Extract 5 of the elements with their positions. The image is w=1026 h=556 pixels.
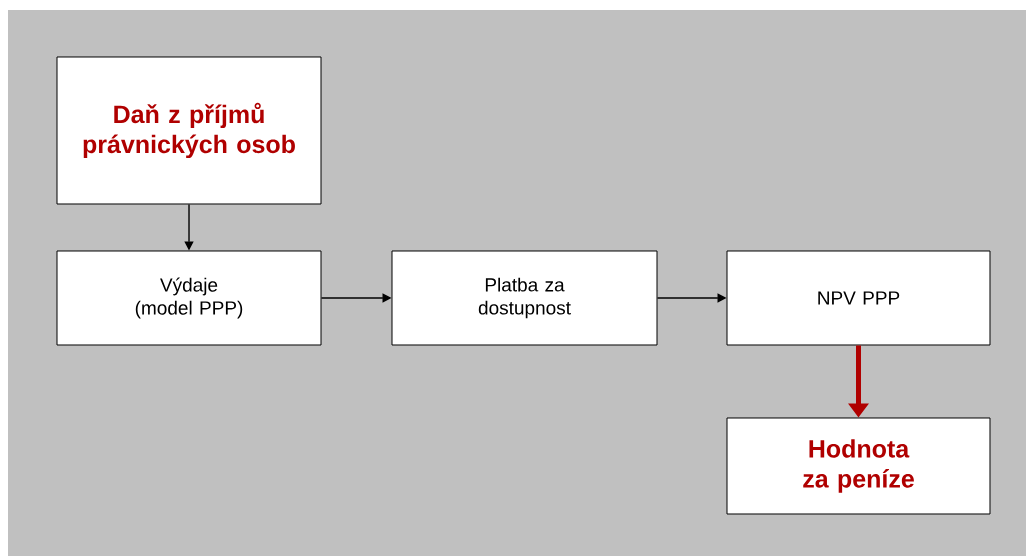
process-box: Platba za dostupnost: [391, 250, 658, 346]
process-box: Výdaje (model PPP): [56, 250, 322, 346]
highlight-box: Hodnota za peníze: [726, 417, 991, 515]
process-box: NPV PPP: [726, 250, 991, 346]
highlight-box: Daň z příjmů právnických osob: [56, 56, 322, 205]
